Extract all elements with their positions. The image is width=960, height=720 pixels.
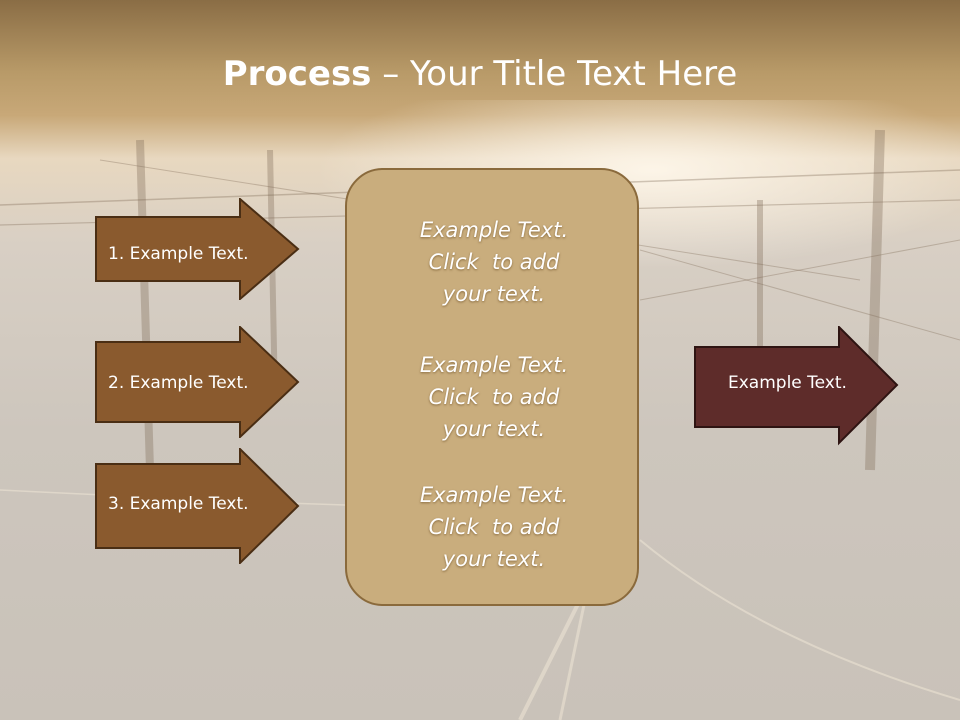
center-text-box[interactable]: Example Text. Click to add your text. Ex… (345, 168, 639, 606)
center-paragraph-3-line-1: Example Text. (419, 483, 569, 507)
left-arrow-1-label: 1. Example Text. (108, 244, 249, 264)
center-paragraph-2-line-1: Example Text. (419, 353, 569, 377)
title-bold: Process (222, 54, 372, 94)
center-paragraph-3-line-3: your text. (442, 547, 546, 571)
right-arrow-label: Example Text. (728, 373, 847, 393)
left-arrow-3[interactable]: 3. Example Text. (95, 448, 300, 564)
center-paragraph-2: Example Text. Click to add your text. (347, 349, 641, 445)
left-arrow-2[interactable]: 2. Example Text. (95, 326, 300, 438)
center-paragraph-3: Example Text. Click to add your text. (347, 479, 641, 575)
center-paragraph-1: Example Text. Click to add your text. (347, 214, 641, 310)
center-paragraph-1-line-3: your text. (442, 282, 546, 306)
center-paragraph-2-line-2: Click to add (428, 385, 560, 409)
center-paragraph-2-line-3: your text. (442, 417, 546, 441)
slide-title[interactable]: Process – Your Title Text Here (0, 52, 960, 96)
center-paragraph-1-line-1: Example Text. (419, 218, 569, 242)
title-rest: – Your Title Text Here (371, 54, 738, 94)
left-arrow-3-label: 3. Example Text. (108, 494, 249, 514)
center-paragraph-3-line-2: Click to add (428, 515, 560, 539)
left-arrow-2-label: 2. Example Text. (108, 373, 249, 393)
center-paragraph-1-line-2: Click to add (428, 250, 560, 274)
left-arrow-1[interactable]: 1. Example Text. (95, 198, 300, 300)
right-arrow[interactable]: Example Text. (694, 326, 899, 446)
